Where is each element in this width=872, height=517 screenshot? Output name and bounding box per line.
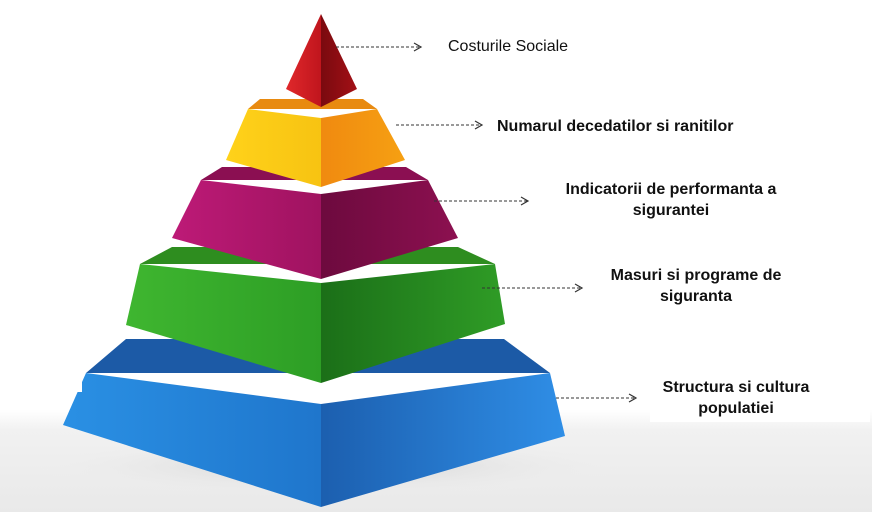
label-backdrop — [117, 182, 183, 212]
label-backdrop — [20, 362, 82, 392]
label-backdrop — [546, 183, 830, 233]
label-indicatorii-performanta: Indicatorii de performanta a sigurantei — [565, 181, 777, 219]
arrow-level-2 — [396, 120, 484, 130]
label-numarul-decedatilor: Numarul decedatilor si ranitilor — [497, 118, 734, 135]
arrow-level-3 — [434, 196, 530, 206]
label-backdrop — [650, 380, 870, 422]
label-costurile-sociale: Costurile Sociale — [448, 38, 569, 55]
arrow-level-4 — [482, 283, 584, 293]
label-masuri-programe: Masuri si programe de siguranta — [610, 267, 782, 305]
pyramid-level-top — [286, 14, 357, 107]
label-backdrop — [58, 248, 100, 318]
label-backdrop — [155, 99, 213, 139]
connector-arrows — [336, 42, 638, 403]
arrow-top — [336, 42, 423, 52]
label-backdrop — [438, 30, 700, 70]
label-backdrop — [603, 268, 837, 322]
label-structura-cultura: Structura si cultura populatiei — [662, 379, 810, 417]
pyramid-level-2 — [226, 99, 405, 187]
arrow-base — [556, 393, 638, 403]
